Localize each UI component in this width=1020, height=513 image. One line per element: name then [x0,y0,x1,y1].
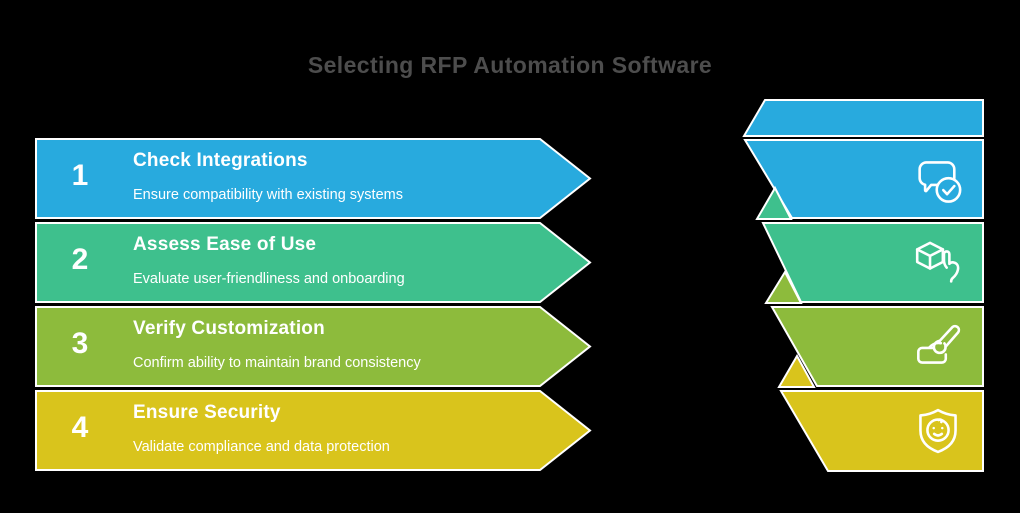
step3-banner: 3 Verify Customization Confirm ability t… [36,307,556,386]
step3-description: Confirm ability to maintain brand consis… [133,355,421,371]
step3-arrow-banner [35,306,592,387]
step4-number: 4 [71,411,89,444]
paintbrush-icon [917,324,961,364]
ribbon-band-4 [779,390,984,472]
step1-title: Check Integrations [133,150,308,171]
ribbon-top-fold [742,99,984,137]
ribbon-fold-triangle-2 [755,185,793,220]
step4-description: Validate compliance and data protection [133,439,390,455]
shield-smiley-icon [919,408,957,454]
ribbon-fold-triangle-3 [764,269,803,304]
step1-description: Ensure compatibility with existing syste… [133,187,403,203]
step2-description: Evaluate user-friendliness and onboardin… [133,271,405,287]
step4-arrow-banner [35,390,592,471]
step2-banner: 2 Assess Ease of Use Evaluate user-frien… [36,223,556,302]
step1-number: 1 [71,159,89,192]
step1-arrow-banner [35,138,592,219]
step3-title: Verify Customization [133,318,325,339]
step2-title: Assess Ease of Use [133,234,317,255]
step3-number: 3 [71,327,89,360]
step2-number: 2 [71,243,89,276]
step2-arrow-banner [35,222,592,303]
ribbon-band-3 [770,306,984,387]
step4-banner: 4 Ensure Security Validate compliance an… [36,391,556,470]
page-title: Selecting RFP Automation Software [307,52,713,78]
step1-banner: 1 Check Integrations Ensure compatibilit… [36,139,556,218]
ribbon-fold-triangle-4 [777,353,816,388]
cube-tap-icon [915,241,960,283]
chat-check-icon [918,161,962,203]
step4-title: Ensure Security [133,402,281,423]
